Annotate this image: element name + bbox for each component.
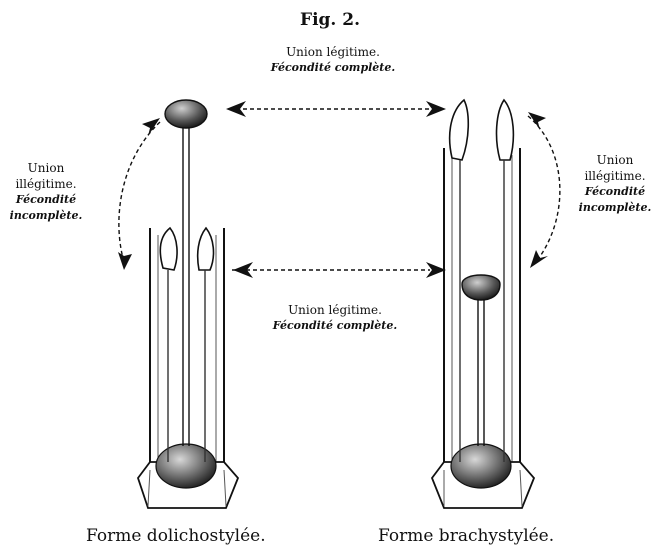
top-legitimate-arrow [226, 101, 446, 117]
dolichostyle-style [183, 120, 189, 446]
top-union-text: Union légitime. [238, 44, 428, 60]
middle-legitimate-arrow [232, 262, 446, 278]
right-illegitimate-label: Union illégitime. Fécondité incomplète. [572, 152, 658, 216]
dolichostyle-anther-left [160, 228, 177, 270]
dolichostyle-flower [138, 100, 238, 508]
left-illegitime-text: illégitime. [2, 176, 90, 192]
dolichostyle-corolla-tube [150, 228, 224, 470]
left-illegitimate-arrow [118, 118, 160, 270]
brachystyle-stigma [462, 275, 500, 300]
caption-brachystyle: Forme brachystylée. [378, 526, 554, 546]
left-illegitimate-label: Union illégitime. Fécondité incomplète. [2, 160, 90, 224]
brachystyle-style [478, 298, 484, 446]
right-illegitimate-arrow [528, 112, 560, 268]
top-fecondite-text: Fécondité complète. [238, 60, 428, 76]
middle-union-text: Union légitime. [240, 302, 430, 318]
middle-union-label: Union légitime. Fécondité complète. [240, 302, 430, 334]
right-incomplete-text: incomplète. [572, 200, 658, 216]
left-union-text: Union [2, 160, 90, 176]
right-fecondite-text: Fécondité [572, 184, 658, 200]
dolichostyle-anther-right [198, 228, 214, 270]
brachystyle-flower [432, 100, 534, 508]
caption-dolichostyle: Forme dolichostylée. [86, 526, 266, 546]
brachystyle-corolla-tube [444, 148, 520, 470]
brachystyle-anther-left [450, 100, 469, 160]
left-incomplete-text: incomplète. [2, 208, 90, 224]
brachystyle-anther-right [497, 100, 514, 160]
top-union-label: Union légitime. Fécondité complète. [238, 44, 428, 76]
dolichostyle-ovary [156, 444, 216, 488]
left-fecondite-text: Fécondité [2, 192, 90, 208]
dolichostyle-stigma [165, 100, 207, 128]
right-union-text: Union [572, 152, 658, 168]
middle-fecondite-text: Fécondité complète. [240, 318, 430, 334]
right-illegitime-text: illégitime. [572, 168, 658, 184]
